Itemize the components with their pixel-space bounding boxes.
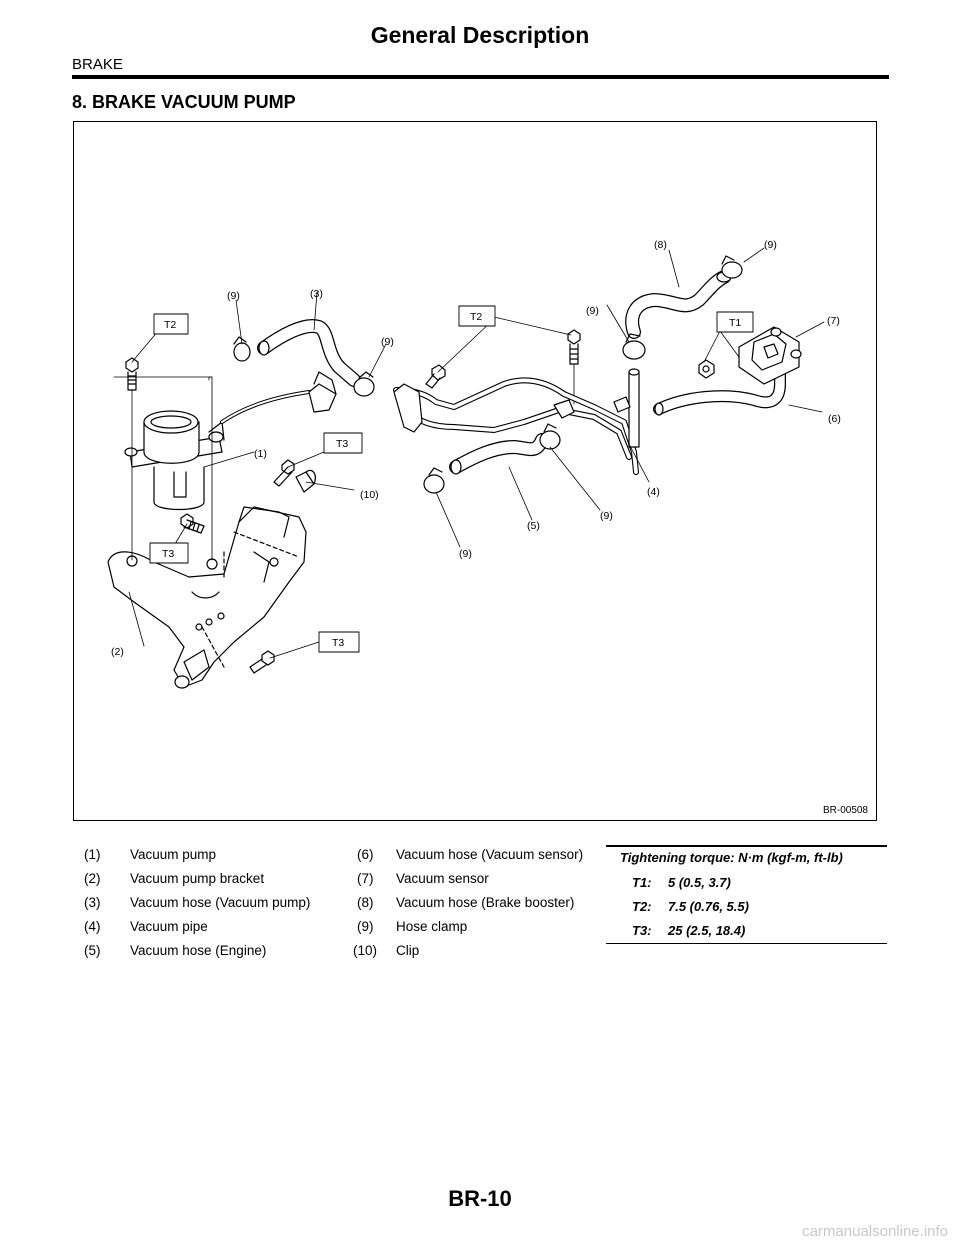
torque-tag-t1: T1 bbox=[716, 311, 754, 333]
vacuum-hose-engine bbox=[449, 433, 549, 475]
torque-tag-t3: T3 bbox=[318, 631, 360, 653]
bolt-t3-upper bbox=[273, 459, 295, 487]
callout-6: (6) bbox=[828, 413, 841, 425]
legend-item: (10)Clip bbox=[353, 943, 420, 958]
legend-item: (1)Vacuum pump bbox=[84, 847, 217, 862]
vacuum-hose-brake-booster bbox=[625, 270, 732, 339]
callout-5: (5) bbox=[527, 520, 540, 532]
vacuum-hose-pump bbox=[257, 319, 361, 387]
legend-item: (6)Vacuum hose (Vacuum sensor) bbox=[357, 847, 584, 862]
vacuum-pump bbox=[124, 410, 225, 511]
exploded-diagram: T2 T2 T1 T3 T3 T3 bbox=[73, 121, 877, 821]
bolt-t3-lower bbox=[249, 650, 275, 674]
bolt-t2-left bbox=[125, 357, 139, 391]
torque-tag-t3: T3 bbox=[149, 542, 189, 564]
torque-row: T1:5 (0.5, 3.7) bbox=[632, 874, 731, 890]
hose-clamp bbox=[233, 336, 375, 397]
legend-item: (2)Vacuum pump bracket bbox=[84, 871, 265, 886]
legend-item: (3)Vacuum hose (Vacuum pump) bbox=[84, 895, 311, 910]
torque-rule-bottom bbox=[606, 942, 887, 944]
svg-text:T2: T2 bbox=[164, 319, 176, 331]
svg-text:T1: T1 bbox=[729, 317, 741, 329]
parts-legend-right: (6)Vacuum hose (Vacuum sensor) (7)Vacuum… bbox=[353, 843, 583, 963]
torque-table: Tightening torque: N·m (kgf-m, ft-lb) T1… bbox=[606, 845, 887, 944]
svg-text:T3: T3 bbox=[332, 637, 344, 649]
torque-tag-t2: T2 bbox=[458, 305, 496, 327]
callout-9: (9) bbox=[381, 336, 394, 348]
figure-id: BR-00508 bbox=[822, 805, 868, 816]
section-name: BRAKE bbox=[72, 56, 123, 73]
callout-2: (2) bbox=[111, 646, 124, 658]
callout-3: (3) bbox=[310, 288, 323, 300]
callout-8: (8) bbox=[654, 239, 667, 251]
hose-clamp bbox=[423, 423, 561, 494]
page-number: BR-10 bbox=[448, 1186, 512, 1211]
callout-7: (7) bbox=[827, 315, 840, 327]
parts-legend-left: (1)Vacuum pump (2)Vacuum pump bracket (3… bbox=[84, 843, 310, 963]
callout-9: (9) bbox=[600, 510, 613, 522]
callout-9: (9) bbox=[586, 305, 599, 317]
legend-item: (7)Vacuum sensor bbox=[357, 871, 489, 886]
legend-item: (5)Vacuum hose (Engine) bbox=[84, 943, 267, 958]
callout-9: (9) bbox=[764, 239, 777, 251]
callout-10: (10) bbox=[360, 489, 379, 501]
callout-4: (4) bbox=[647, 486, 660, 498]
clip bbox=[295, 469, 316, 493]
watermark: carmanualsonline.info bbox=[802, 1223, 948, 1240]
torque-header: Tightening torque: N·m (kgf-m, ft-lb) bbox=[620, 849, 843, 865]
svg-text:T3: T3 bbox=[336, 438, 348, 450]
svg-text:T3: T3 bbox=[162, 548, 174, 560]
diagram-drawing: T2 T2 T1 T3 T3 T3 bbox=[107, 239, 841, 689]
legend-item: (9)Hose clamp bbox=[357, 919, 468, 934]
callout-9: (9) bbox=[459, 548, 472, 560]
legend-item: (4)Vacuum pipe bbox=[84, 919, 208, 934]
callout-9: (9) bbox=[227, 290, 240, 302]
torque-rule-top bbox=[606, 845, 887, 847]
hose-clamp bbox=[622, 255, 743, 360]
legend-item: (8)Vacuum hose (Brake booster) bbox=[357, 895, 575, 910]
vacuum-pipe bbox=[393, 368, 640, 475]
callout-1: (1) bbox=[254, 448, 267, 460]
torque-tag-t2: T2 bbox=[153, 313, 189, 335]
torque-row: T3:25 (2.5, 18.4) bbox=[632, 922, 746, 938]
torque-tag-t3: T3 bbox=[323, 432, 363, 454]
header-rule bbox=[72, 75, 889, 79]
vacuum-pump-bracket bbox=[107, 506, 307, 689]
page-title: General Description bbox=[370, 22, 590, 48]
bolt-t3-mid bbox=[180, 513, 205, 534]
section-heading: 8. BRAKE VACUUM PUMP bbox=[72, 92, 296, 112]
svg-text:T2: T2 bbox=[470, 311, 482, 323]
vacuum-sensor bbox=[698, 326, 802, 385]
torque-row: T2:7.5 (0.76, 5.5) bbox=[632, 898, 749, 914]
